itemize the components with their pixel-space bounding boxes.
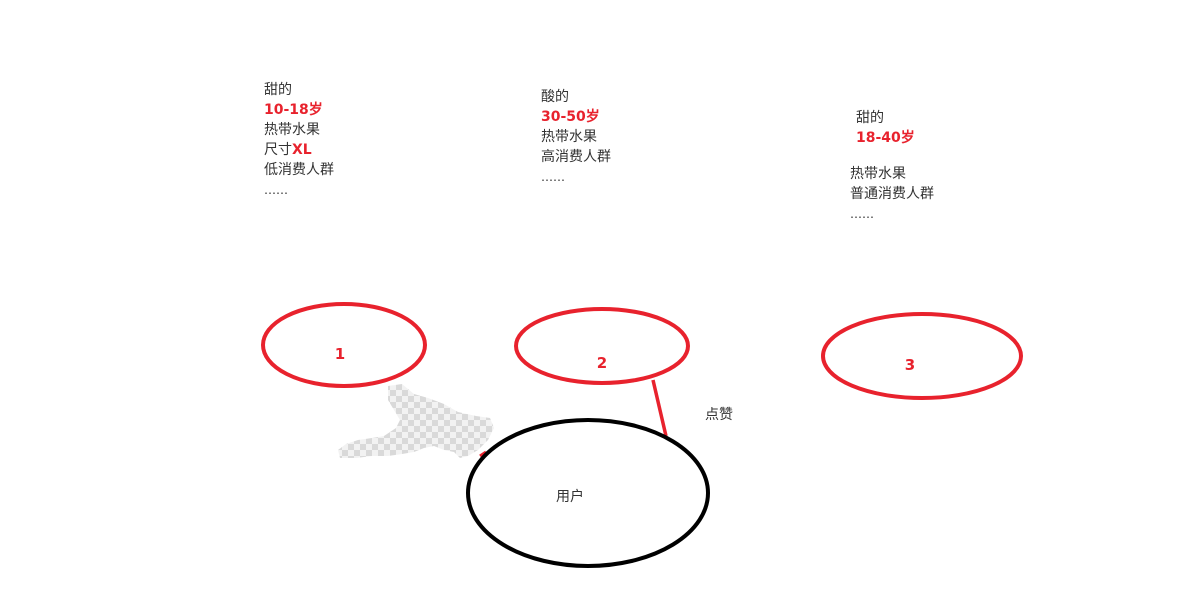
item-1-group: 低消费人群 <box>264 162 334 178</box>
item-3-category: 热带水果 <box>850 166 906 182</box>
item-2-category: 热带水果 <box>541 129 597 145</box>
item-1-size: 尺寸XL <box>264 140 334 160</box>
item-1-taste: 甜的 <box>264 82 292 98</box>
edge-fragment <box>479 450 487 458</box>
item-2-age: 30-50岁 <box>541 109 600 125</box>
item-3-attributes-bottom: 热带水果 普通消费人群 …… <box>850 164 934 224</box>
node-2-number: 2 <box>597 354 607 372</box>
item-1-more: …… <box>264 183 288 197</box>
user-label: 用户 <box>556 488 584 505</box>
item-3-group: 普通消费人群 <box>850 186 934 202</box>
node-3-ellipse <box>821 312 1023 400</box>
node-3-number: 3 <box>905 356 915 374</box>
like-edge <box>651 379 668 437</box>
item-2-more: …… <box>541 170 565 184</box>
user-ellipse <box>466 418 710 568</box>
item-2-group: 高消费人群 <box>541 149 611 165</box>
item-2-attributes: 酸的 30-50岁 热带水果 高消费人群 …… <box>541 87 611 187</box>
item-1-size-prefix: 尺寸 <box>264 142 292 158</box>
item-1-size-value: XL <box>292 142 312 158</box>
item-1-age: 10-18岁 <box>264 102 323 118</box>
item-1-attributes: 甜的 10-18岁 热带水果 尺寸XL 低消费人群 …… <box>264 80 334 200</box>
like-edge-label: 点赞 <box>705 407 733 423</box>
item-3-taste: 甜的 <box>856 110 884 126</box>
erased-region <box>338 384 494 458</box>
node-2-ellipse <box>514 307 690 385</box>
item-3-age: 18-40岁 <box>856 130 915 146</box>
node-1-number: 1 <box>335 345 345 363</box>
item-3-attributes-top: 甜的 18-40岁 <box>856 108 915 148</box>
item-2-taste: 酸的 <box>541 89 569 105</box>
node-1-ellipse <box>261 302 427 388</box>
item-3-more: …… <box>850 207 874 221</box>
item-1-category: 热带水果 <box>264 122 320 138</box>
